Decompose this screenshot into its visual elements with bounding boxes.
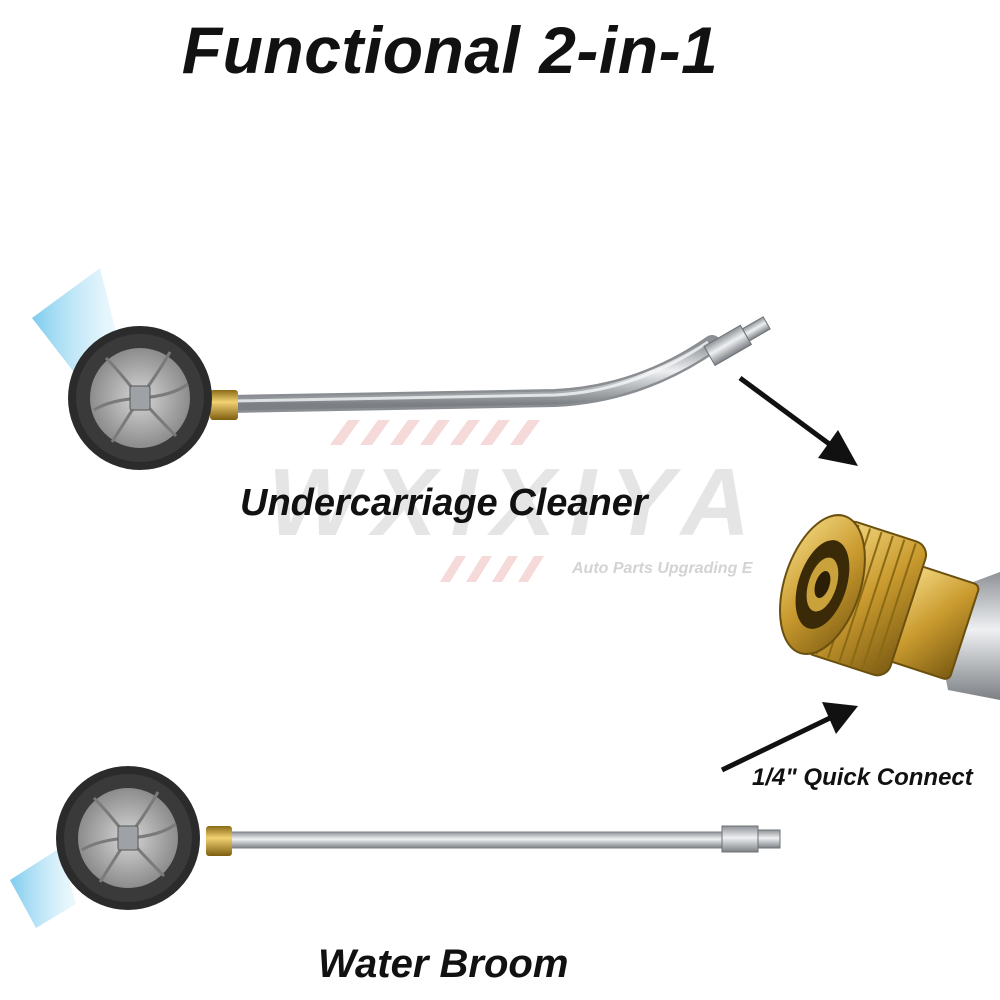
quick-connect-closeup <box>779 514 1000 700</box>
quick-connect-label: 1/4" Quick Connect <box>752 764 973 791</box>
watermark-tagline: Auto Parts Upgrading E <box>572 560 753 577</box>
page-title: Functional 2-in-1 <box>181 13 719 87</box>
arrow-up-right <box>720 702 858 773</box>
arrow-down-right <box>738 375 858 466</box>
water-broom-image <box>10 766 781 928</box>
undercarriage-cleaner-label: Undercarriage Cleaner <box>240 482 648 524</box>
watermark-stripes <box>330 420 544 582</box>
water-broom-label: Water Broom <box>318 942 569 986</box>
watermark-brand: WXIXIYA <box>268 449 765 556</box>
undercarriage-cleaner-image <box>32 268 771 470</box>
